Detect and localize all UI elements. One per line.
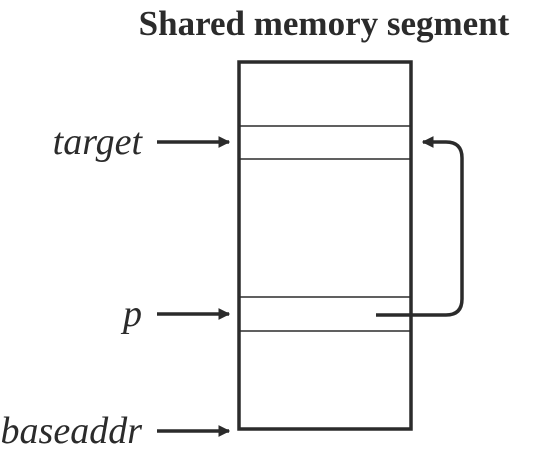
target-slot <box>239 125 411 160</box>
memory-segment-box <box>237 60 413 431</box>
p-label: p <box>120 293 142 335</box>
pointer-arrow <box>376 136 464 317</box>
p-slot <box>239 296 411 332</box>
target-label: target <box>53 121 144 163</box>
baseaddr-label: baseaddr <box>1 410 143 452</box>
diagram-title: Shared memory segment <box>139 4 510 43</box>
